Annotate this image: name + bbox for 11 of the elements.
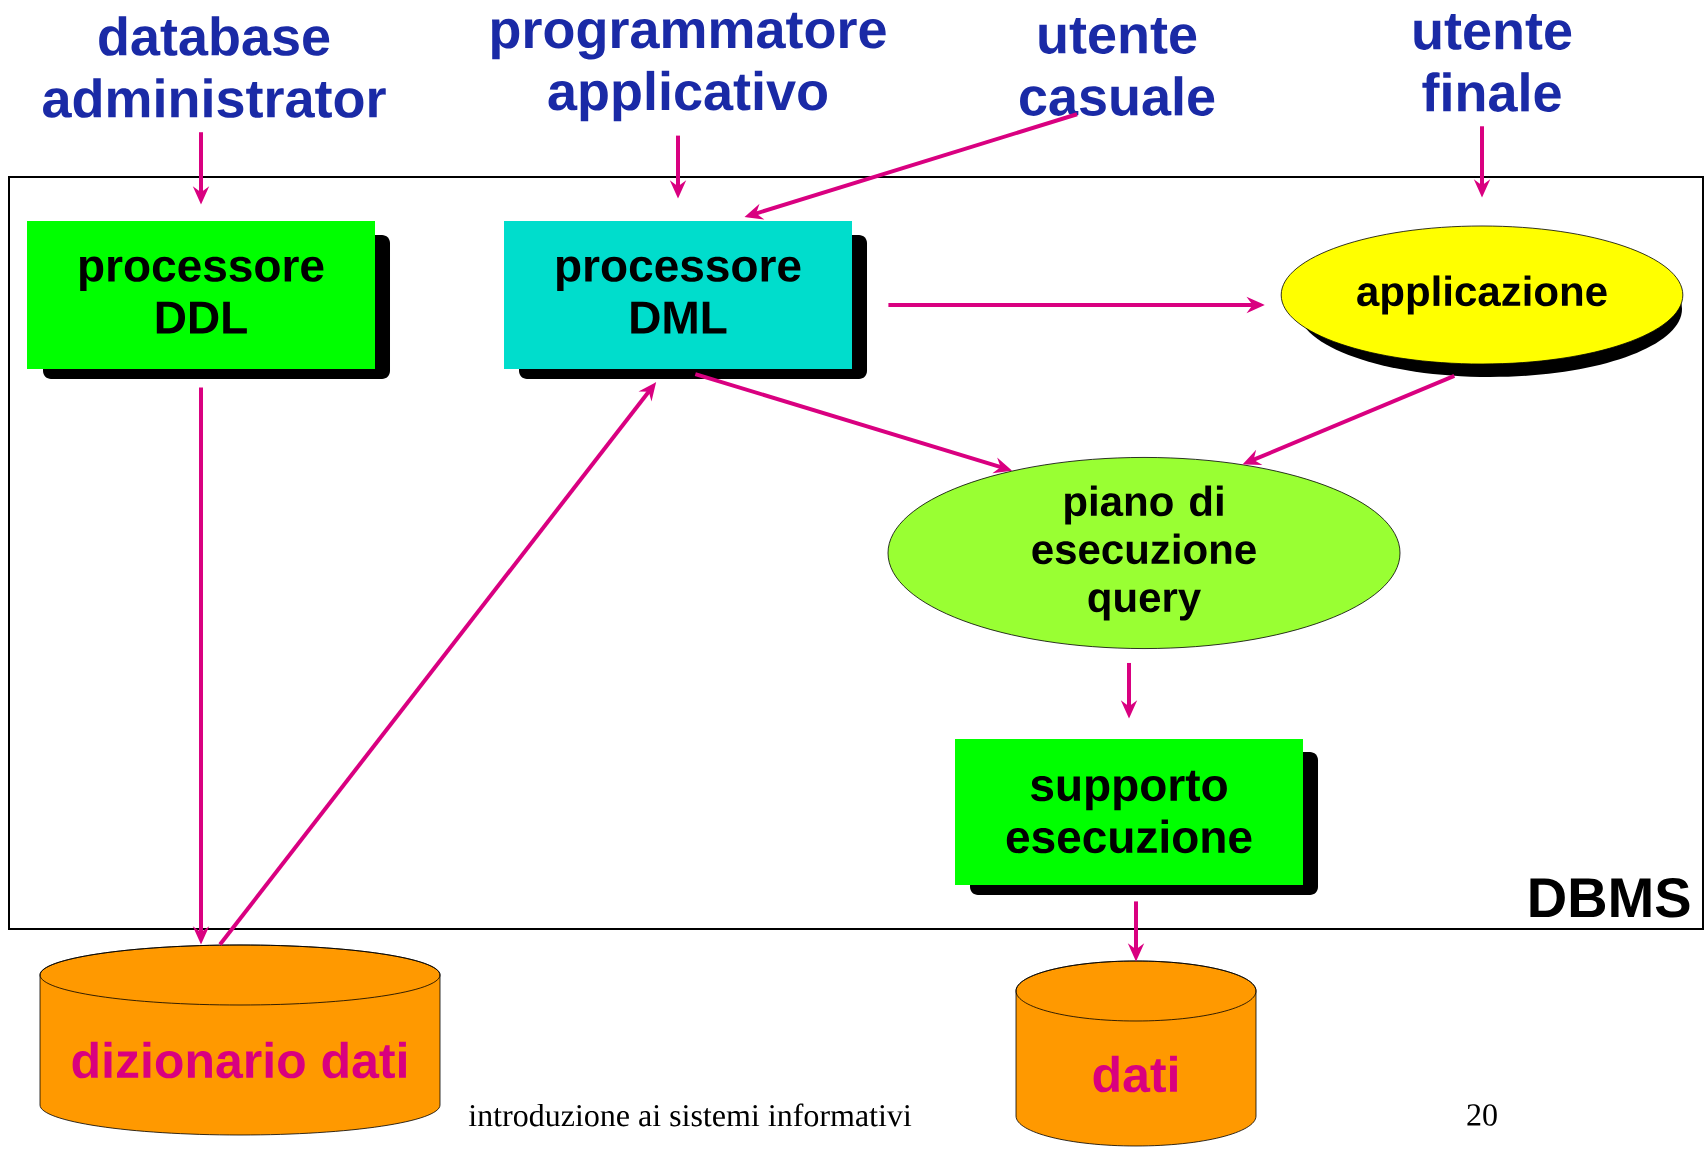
actor-label: database administrator	[43, 16, 386, 118]
database-cylinder: dati	[1015, 960, 1257, 1147]
actor-label: utente finale	[1414, 14, 1572, 112]
process-box: supporto esecuzione	[955, 739, 1318, 895]
footer-text: introduzione ai sistemi informativi	[468, 1103, 912, 1127]
actor-label: programmatore applicativo	[492, 12, 886, 122]
page-number: 20	[1467, 1104, 1497, 1126]
process-box: processore DDL	[27, 221, 390, 379]
process-box: processore DML	[504, 221, 867, 379]
actor-label: utente casuale	[1020, 18, 1215, 116]
database-cylinder: dizionario dati	[39, 944, 441, 1136]
